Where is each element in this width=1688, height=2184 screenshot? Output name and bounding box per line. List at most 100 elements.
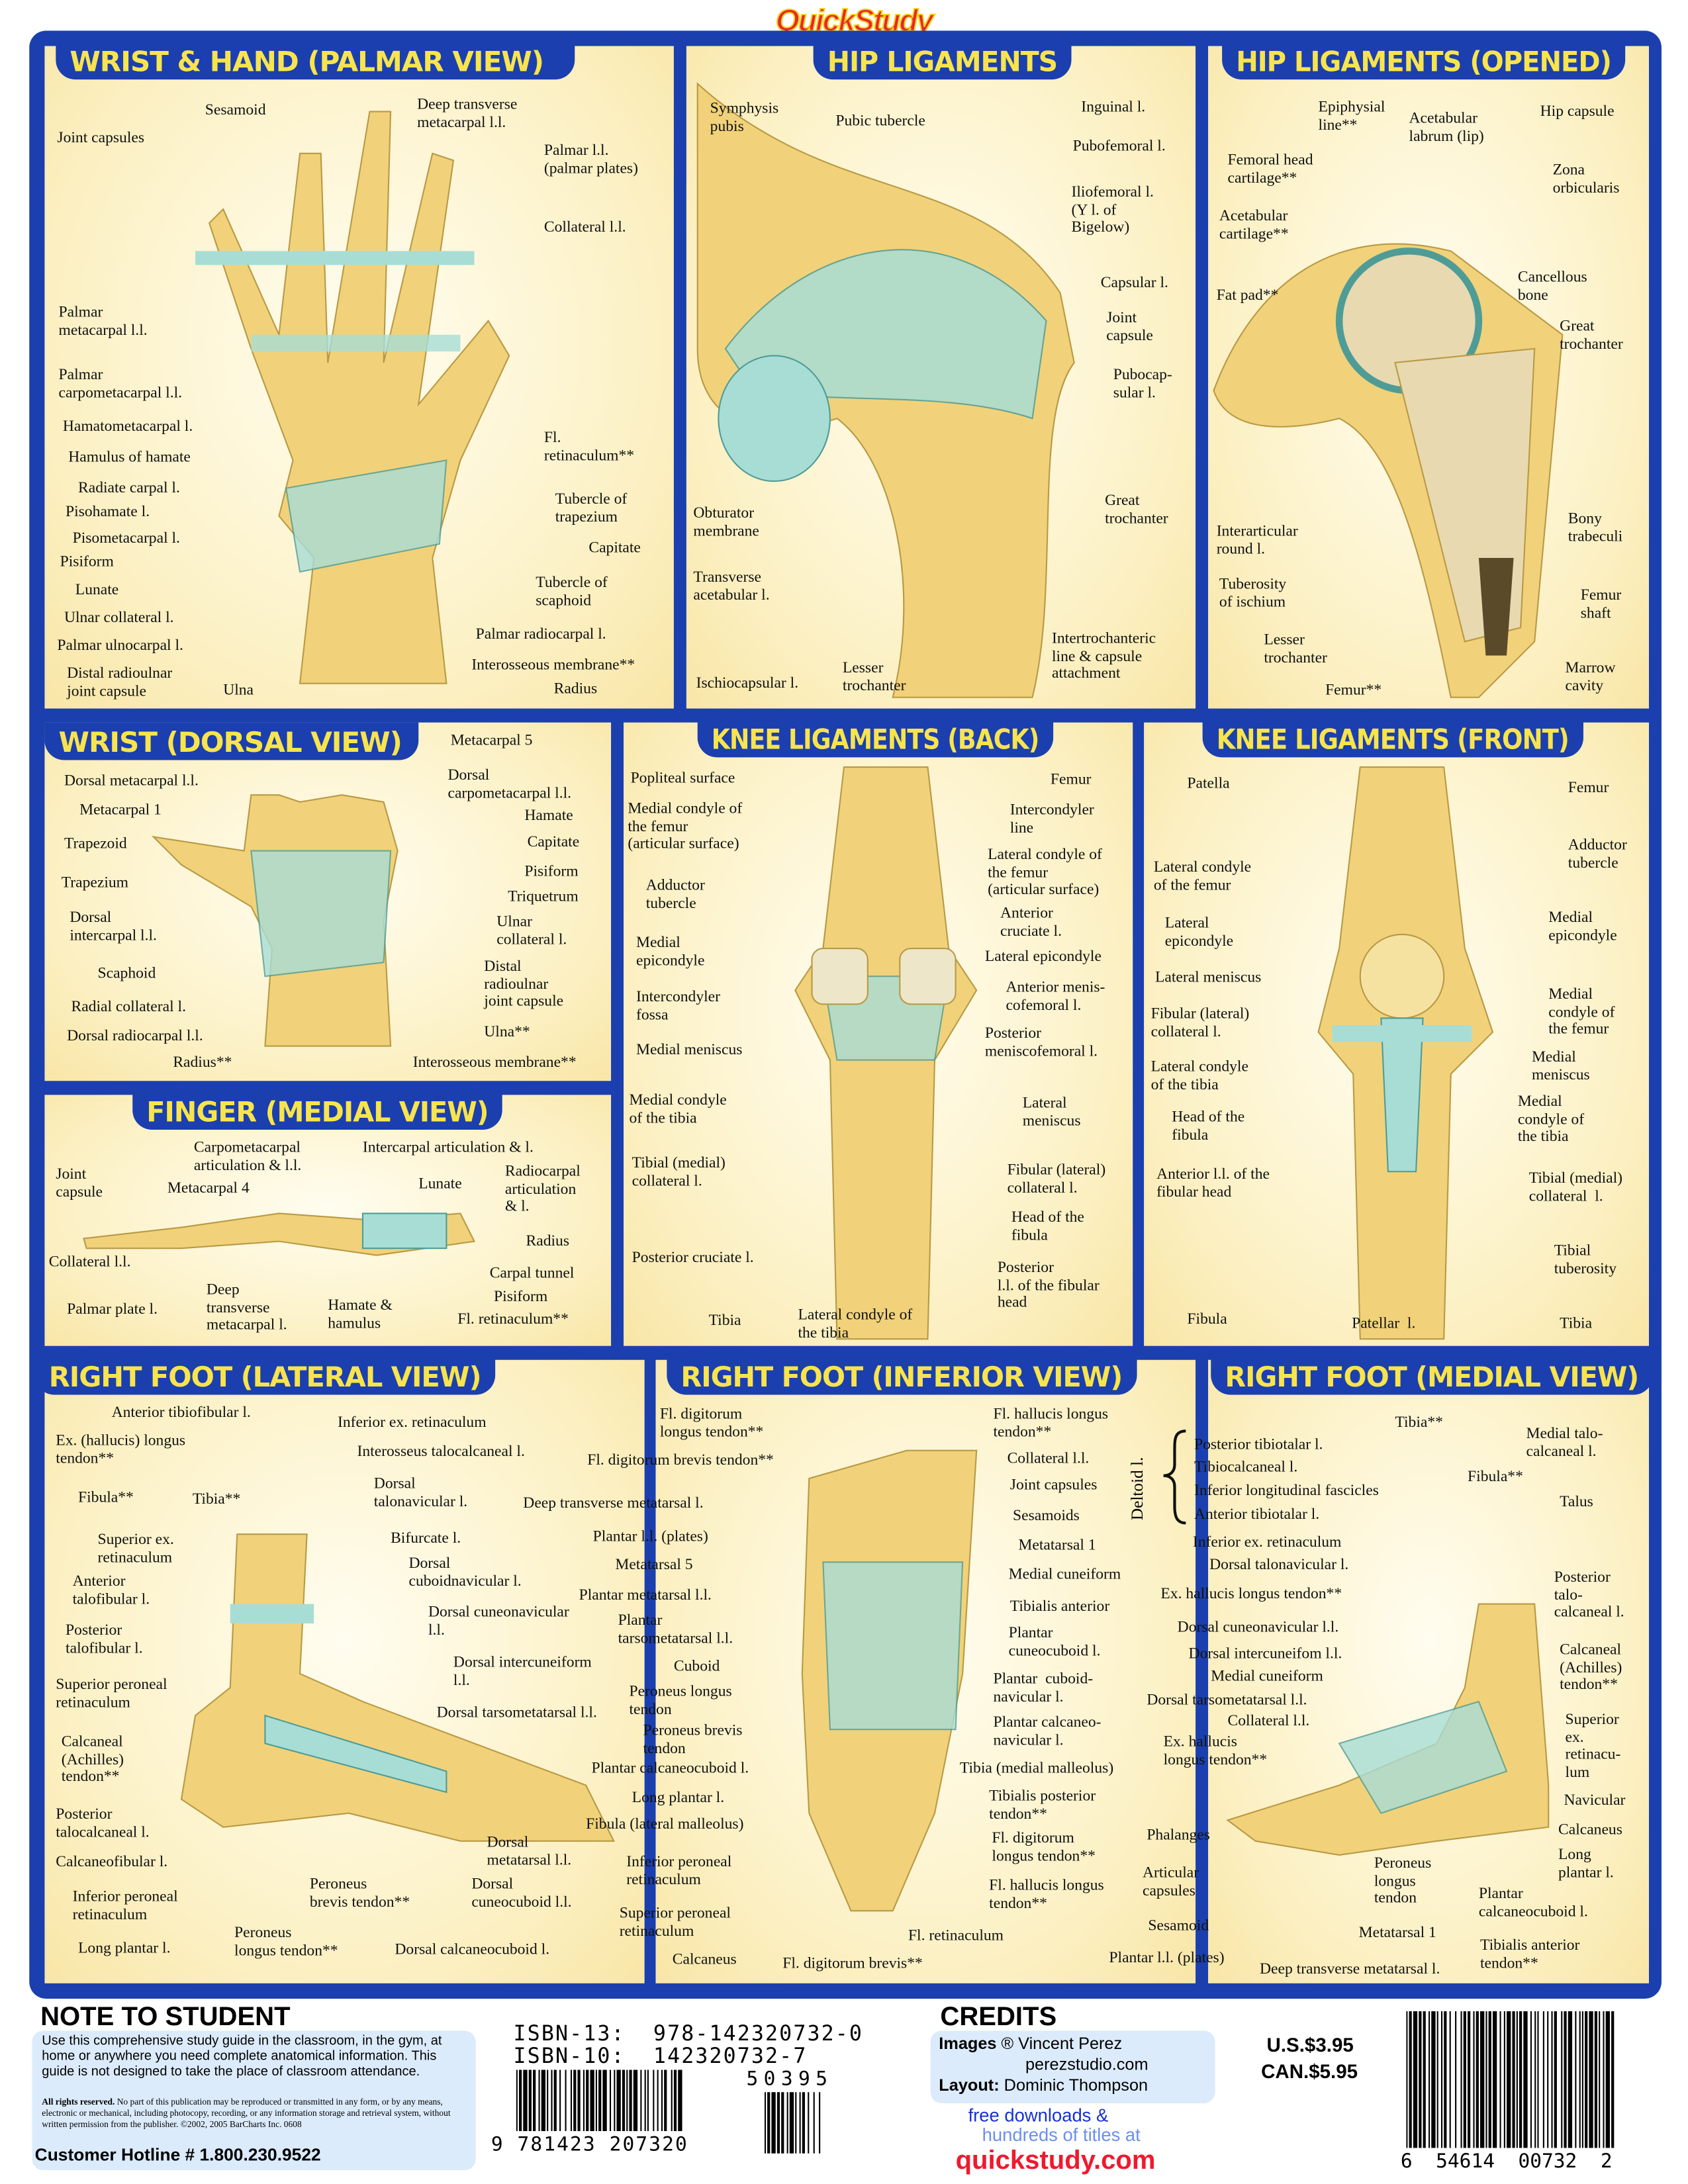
anatomy-label: Plantar metatarsal l.l. — [579, 1587, 712, 1604]
barcode-bar — [789, 2092, 794, 2154]
anatomy-label: Peroneus brevis tendon** — [309, 1876, 410, 1911]
note-heading: NOTE TO STUDENT — [40, 2003, 291, 2032]
anatomy-label: Tibiocalcaneal l. — [1194, 1459, 1298, 1476]
promo-line-1[interactable]: free downloads & — [968, 2105, 1109, 2126]
anatomy-label: Intercondyler line — [1009, 801, 1094, 837]
deltoid-brace — [1163, 1430, 1186, 1525]
anatomy-label: Superior ex. retinaculum — [97, 1531, 174, 1566]
anatomy-label: Plantar calcaneo- navicular l. — [993, 1714, 1102, 1749]
promo-line-2[interactable]: hundreds of titles at — [982, 2124, 1141, 2146]
anatomy-label: Pisiform — [60, 553, 114, 570]
anatomy-label: Lateral condyle of the tibia — [798, 1306, 913, 1342]
panel-title-text: HIP LIGAMENTS (OPENED) — [1236, 44, 1612, 79]
anatomy-label: Fat pad** — [1216, 287, 1279, 304]
anatomy-label: Ex. (hallucis) longus tendon** — [56, 1432, 186, 1467]
barcode-bar — [1603, 2011, 1605, 2148]
anatomy-label: Triquetrum — [508, 888, 579, 905]
anatomy-label: Hamulus of hamate — [68, 449, 191, 466]
barcode-bar — [1579, 2011, 1581, 2148]
barcode-bar — [551, 2070, 553, 2132]
anatomy-label: Long plantar l. — [632, 1789, 725, 1807]
anatomy-label: Fl. retinaculum** — [457, 1310, 569, 1328]
anatomy-label: Sesamoids — [1013, 1508, 1080, 1525]
barcode-bar — [1413, 2011, 1418, 2148]
anatomy-label: Anterior tibiofibular l. — [111, 1404, 251, 1422]
barcode-bar — [1488, 2011, 1491, 2148]
anatomy-label: Plantar calcaneocuboid l. — [1478, 1886, 1588, 1920]
hip-ligaments-opened-illustration — [1213, 243, 1564, 698]
anatomy-label: Femur — [1568, 780, 1609, 797]
anatomy-label: Pisiform — [494, 1289, 548, 1306]
anatomy-label: Pisohamate l. — [66, 503, 150, 521]
anatomy-label: Medial talo- calcaneal l. — [1526, 1425, 1603, 1460]
anatomy-label: Plantar tarsometatarsal l.l. — [618, 1612, 733, 1647]
barcode-bar — [1605, 2011, 1610, 2148]
panel-title-text: WRIST & HAND (PALMAR VIEW) — [70, 44, 544, 79]
barcode-bar — [1440, 2011, 1443, 2148]
anatomy-label: Hamate & hamulus — [328, 1297, 393, 1332]
barcode-bar — [598, 2070, 602, 2132]
anatomy-label: Superior peroneal retinaculum — [619, 1905, 731, 1940]
anatomy-label: Capsular l. — [1100, 275, 1168, 292]
anatomy-label: Metatarsal 1 — [1018, 1537, 1096, 1554]
anatomy-label: Dorsal tarsometatarsal l.l. — [1147, 1692, 1307, 1709]
anatomy-label: Tibia — [1560, 1315, 1593, 1332]
foot-inferior-illustration — [801, 1449, 978, 1912]
anatomy-label: Dorsal cuneonavicular l.l. — [428, 1604, 569, 1639]
barcode-bar — [661, 2070, 663, 2132]
anatomy-label: Palmar ulnocarpal l. — [57, 637, 183, 655]
anatomy-label: Fibular (lateral) collateral l. — [1007, 1161, 1106, 1197]
anatomy-label: Plantar cuboid- navicular l. — [993, 1670, 1094, 1706]
anatomy-label: Pubofemoral l. — [1072, 138, 1166, 155]
anatomy-label: Plantar l.l. (plates) — [1109, 1950, 1225, 1967]
panel-title-wrist-hand-palmar: WRIST & HAND (PALMAR VIEW) — [56, 42, 575, 80]
anatomy-label: Dorsal intercuneifom l.l. — [1188, 1645, 1342, 1663]
anatomy-label: Trapezoid — [64, 835, 127, 852]
anatomy-label: Joint capsules — [57, 129, 145, 147]
anatomy-label: Capitate — [527, 834, 580, 851]
barcode-bar — [573, 2070, 577, 2132]
anatomy-label: Dorsal intercarpal l.l. — [70, 909, 157, 944]
quickstudy-url-link[interactable]: quickstudy.com — [955, 2146, 1156, 2176]
barcode-bar — [644, 2070, 646, 2132]
anatomy-label: Ulna — [223, 682, 254, 699]
barcode-bar — [1542, 2011, 1544, 2148]
anatomy-label: Lesser trochanter — [842, 659, 906, 694]
barcode-bar — [640, 2070, 642, 2132]
anatomy-label: Lateral condyle of the femur (articular … — [988, 846, 1102, 899]
anatomy-label: Tibia (medial malleolus) — [959, 1760, 1114, 1777]
anatomy-label: Interosseus talocalcaneal l. — [357, 1443, 525, 1461]
anatomy-label: Medial cuneiform — [1211, 1668, 1323, 1685]
anatomy-label: Radius — [553, 680, 598, 698]
barcode-bar — [1499, 2011, 1501, 2148]
anatomy-label: Fibula** — [1468, 1469, 1523, 1486]
anatomy-label: Medial meniscus — [635, 1042, 743, 1059]
anatomy-label: Ex. hallucis longus tendon** — [1163, 1733, 1268, 1768]
barcode-bar — [595, 2070, 597, 2132]
anatomy-label: Intertrochanteric line & capsule attachm… — [1052, 630, 1156, 682]
anatomy-label: Collateral l.l. — [48, 1253, 131, 1271]
anatomy-label: Tibialis posterior tendon** — [989, 1788, 1096, 1823]
barcode-bar — [1485, 2011, 1487, 2148]
foot-medial-illustration — [1226, 1603, 1550, 1856]
deltoid-label: Deltoid l. — [1127, 1457, 1147, 1521]
barcode-bar — [633, 2070, 638, 2132]
anatomy-label: Navicular — [1564, 1792, 1626, 1809]
barcode-bar — [1554, 2011, 1557, 2148]
barcode-bar — [1575, 2011, 1577, 2148]
anatomy-label: Collateral l.l. — [1007, 1450, 1090, 1468]
anatomy-label: Intercondyler fossa — [635, 989, 720, 1023]
anatomy-label: Dorsal metacarpal l.l. — [64, 772, 199, 790]
rights-bold: All rights reserved. — [42, 2097, 115, 2108]
price-us: U.S.$3.95 — [1266, 2033, 1354, 2056]
anatomy-label: Peroneus longus tendon — [1374, 1854, 1432, 1907]
anatomy-label: Fl. digitorum longus tendon** — [659, 1406, 764, 1440]
anatomy-illustrations — [83, 82, 1564, 1912]
anatomy-label: Tubercle of scaphoid — [536, 574, 608, 609]
anatomy-label: Lateral meniscus — [1154, 969, 1262, 986]
anatomy-label: Lateral condyle of the tibia — [1150, 1058, 1248, 1093]
panel-title-text: RIGHT FOOT (LATERAL VIEW) — [48, 1359, 482, 1394]
barcode-bar — [771, 2092, 776, 2154]
anatomy-label: Posterior talo- calcaneal l. — [1554, 1569, 1624, 1621]
anatomy-label: Fl. hallucis longus tendon** — [989, 1877, 1104, 1912]
